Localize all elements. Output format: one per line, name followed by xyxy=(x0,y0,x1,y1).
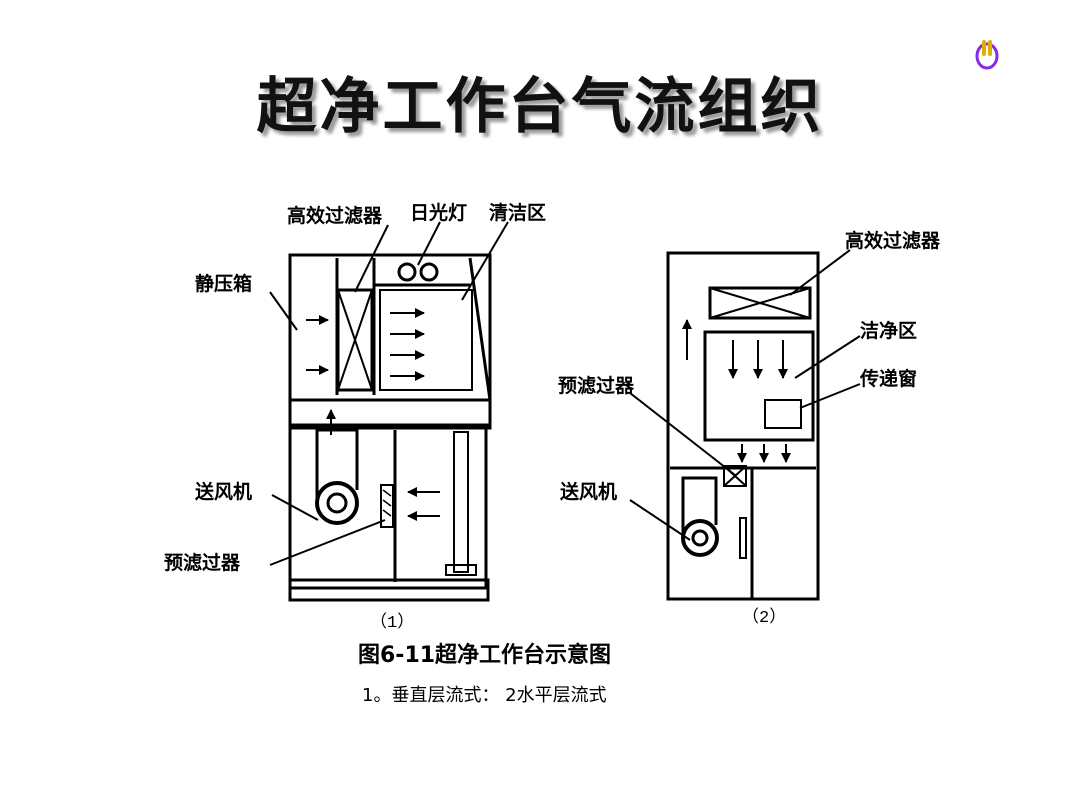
d2-label-pass-window: 传递窗 xyxy=(859,367,917,390)
d1-blower xyxy=(315,481,359,525)
d1-leader-lines xyxy=(269,221,509,566)
d2-label-blower: 送风机 xyxy=(560,480,617,503)
d2-number: （2） xyxy=(742,607,786,628)
d2-cabinet xyxy=(666,251,820,601)
d1-lamp-2 xyxy=(419,262,439,282)
d2-pass-window xyxy=(764,399,802,429)
d1-lamp-1 xyxy=(397,262,417,282)
d1-number: （1） xyxy=(370,612,414,633)
d1-lower-body xyxy=(288,426,488,590)
d2-hepa-filter xyxy=(708,286,812,320)
d1-upper-cabinet xyxy=(288,253,492,427)
d1-label-clean-zone: 清洁区 xyxy=(489,201,546,224)
d2-label-prefilter: 预滤过器 xyxy=(558,375,635,397)
d2-prefilter xyxy=(723,465,747,487)
d1-clean-zone xyxy=(379,289,473,391)
figure-subcaption: 1。垂直层流式： 2水平层流式 xyxy=(362,685,607,706)
d1-airflow-arrows xyxy=(306,308,440,521)
d1-label-hepa: 高效过滤器 xyxy=(287,204,383,227)
d2-leader-lines xyxy=(629,249,861,541)
speaker-icon[interactable] xyxy=(972,34,1002,74)
d1-label-prefilter: 预滤过器 xyxy=(164,552,241,574)
figure-caption: 图6-11超净工作台示意图 xyxy=(358,642,611,668)
d1-label-blower: 送风机 xyxy=(195,480,252,503)
d1-label-static-box: 静压箱 xyxy=(195,272,252,295)
d2-label-hepa: 高效过滤器 xyxy=(845,229,941,252)
diagram-1 xyxy=(288,253,492,602)
d1-leg xyxy=(453,431,469,573)
d1-prefilter xyxy=(380,484,394,528)
diagram-2 xyxy=(666,251,820,601)
d2-label-clean-zone: 洁净区 xyxy=(860,319,917,342)
slide-title: 超净工作台气流组织 xyxy=(256,72,824,142)
d2-airflow-arrows xyxy=(682,319,791,463)
d2-clean-zone xyxy=(703,330,815,442)
d1-label-lamp: 日光灯 xyxy=(410,201,467,224)
d1-base xyxy=(288,578,490,602)
